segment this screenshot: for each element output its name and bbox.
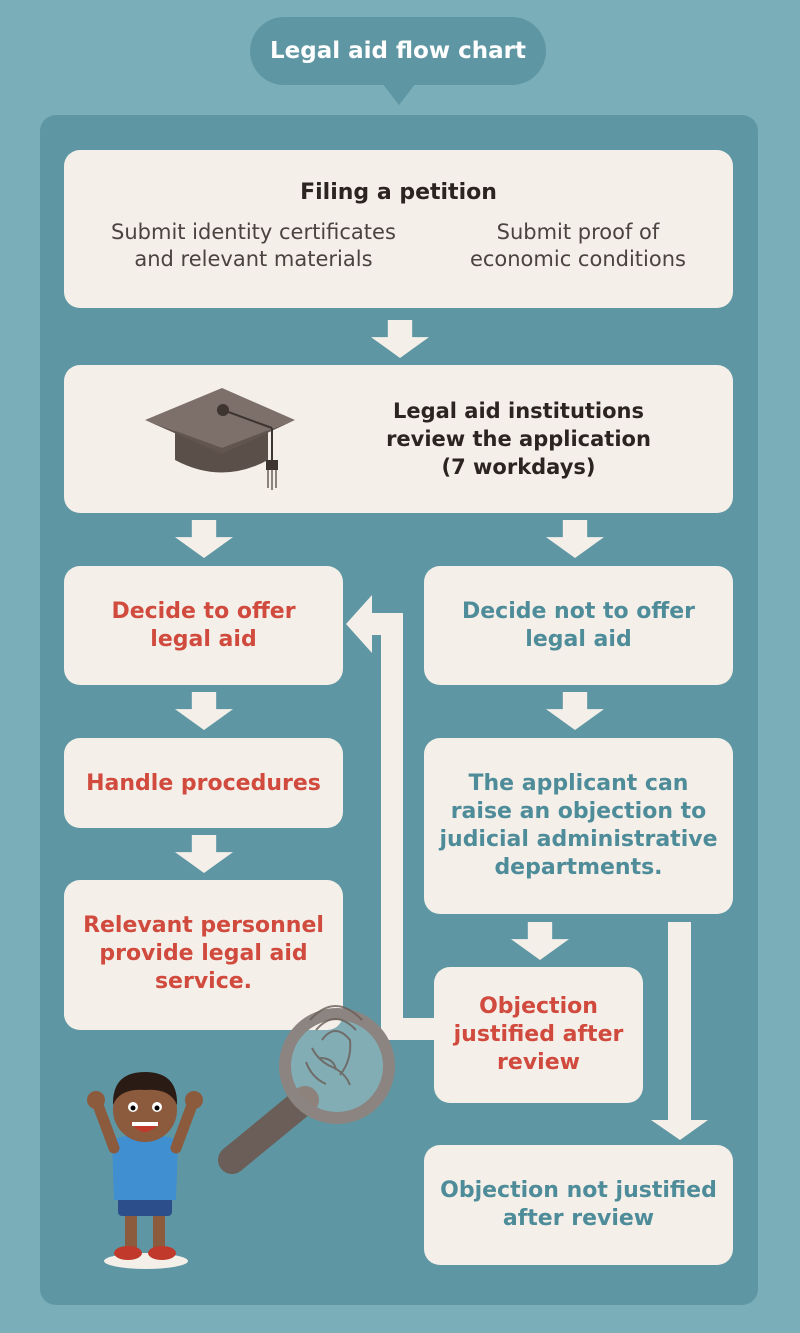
decide-not-offer-line1: Decide not to offer xyxy=(461,598,696,624)
raise-objection-line2: raise an objection to xyxy=(450,799,707,824)
raise-objection-box: The applicant can raise an objection to … xyxy=(424,738,733,914)
petition-identity-line2: and relevant materials xyxy=(134,246,373,271)
objection-justified-line1: Objection xyxy=(479,994,598,1019)
personnel-line2: provide legal aid xyxy=(99,941,308,966)
review-line3: (7 workdays) xyxy=(441,455,596,479)
objection-not-justified-box: Objection not justified after review xyxy=(424,1145,733,1265)
petition-economic-line2: economic conditions xyxy=(469,246,686,271)
petition-box: Filing a petition Submit identity certif… xyxy=(64,150,733,308)
petition-heading: Filing a petition xyxy=(300,179,497,205)
objection-not-justified-line1: Objection not justified xyxy=(440,1178,717,1203)
decide-offer-line2: legal aid xyxy=(150,626,257,652)
objection-justified-line3: review xyxy=(497,1050,580,1075)
decide-not-offer-line2: legal aid xyxy=(525,626,632,652)
handle-procedures-label: Handle procedures xyxy=(86,770,321,796)
personnel-box: Relevant personnel provide legal aid ser… xyxy=(64,880,343,1030)
review-line2: review the application xyxy=(386,427,651,451)
handle-procedures-box: Handle procedures xyxy=(64,738,343,828)
chart-title: Legal aid flow chart xyxy=(270,38,526,64)
objection-not-justified-line2: after review xyxy=(502,1206,655,1231)
petition-identity-step: Submit identity certificates and relevan… xyxy=(111,219,396,273)
raise-objection-line3: judicial administrative xyxy=(439,827,718,852)
raise-objection-line4: departments. xyxy=(494,855,663,880)
decide-offer-line1: Decide to offer xyxy=(111,598,296,624)
petition-identity-line1: Submit identity certificates xyxy=(111,219,396,244)
objection-justified-box: Objection justified after review xyxy=(434,967,643,1103)
review-box: Legal aid institutions review the applic… xyxy=(64,365,733,513)
petition-economic-step: Submit proof of economic conditions xyxy=(470,219,686,273)
objection-justified-line2: justified after xyxy=(453,1022,624,1047)
review-line1: Legal aid institutions xyxy=(392,399,645,423)
personnel-line1: Relevant personnel xyxy=(83,913,324,938)
personnel-line3: service. xyxy=(154,969,253,994)
decide-not-offer-box: Decide not to offer legal aid xyxy=(424,566,733,685)
petition-economic-line1: Submit proof of xyxy=(496,219,660,244)
raise-objection-line1: The applicant can xyxy=(468,771,689,796)
decide-offer-box: Decide to offer legal aid xyxy=(64,566,343,685)
title-bubble-pointer xyxy=(382,83,416,105)
title-bubble: Legal aid flow chart xyxy=(250,17,546,85)
